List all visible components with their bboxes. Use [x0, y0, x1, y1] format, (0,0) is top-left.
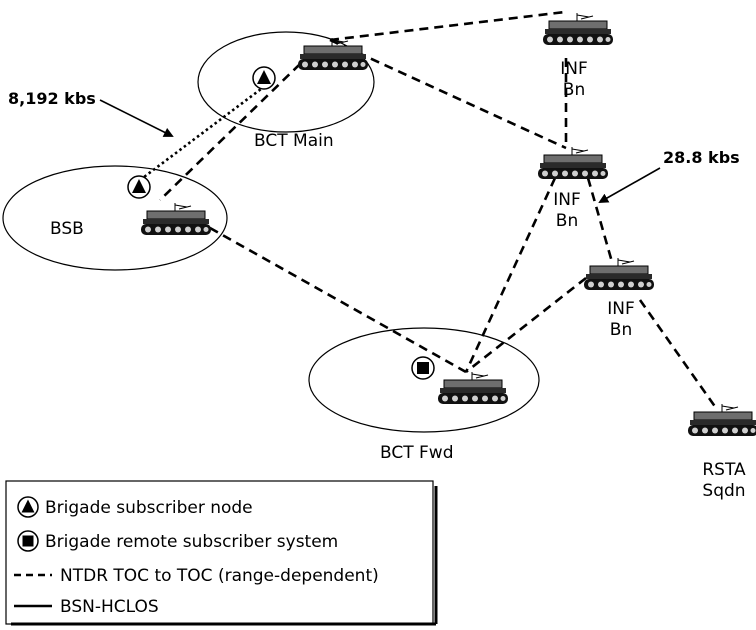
ntdr-link-inflow-fwd: [465, 276, 587, 374]
vehicle-icon: [140, 202, 212, 236]
bct-fwd-area: [308, 327, 540, 433]
inf-top-label-2: Bn: [563, 80, 585, 100]
vehicle-icon: [687, 403, 756, 437]
legend-label: Brigade remote subscriber system: [45, 532, 338, 552]
triangle-node-icon: [127, 175, 151, 199]
ntdr-link-main-inf-mid: [329, 38, 567, 150]
bct-fwd-label: BCT Fwd: [380, 443, 454, 463]
dotted-link-bsn: [139, 84, 266, 182]
rate-label-right: 28.8 kbs: [663, 148, 740, 167]
inf-mid-label-1: INF: [553, 190, 581, 210]
legend-label: NTDR TOC to TOC (range-dependent): [60, 566, 379, 586]
square-node-icon: [411, 356, 435, 380]
rate-label-left: 8,192 kbs: [8, 89, 96, 108]
inf-low-label-1: INF: [607, 299, 635, 319]
vehicle-icon: [542, 12, 614, 46]
vehicle-icon: [437, 371, 509, 405]
vehicle-icon: [583, 257, 655, 291]
legend: Brigade subscriber node Brigade remote s…: [5, 480, 438, 626]
ntdr-link-infmid-inflow: [586, 177, 614, 263]
inf-low-label-2: Bn: [610, 320, 632, 340]
ntdr-link-bsb-fwd: [209, 226, 467, 374]
bct-main-label: BCT Main: [254, 131, 334, 151]
bsb-area: [2, 165, 228, 271]
bsb-label: BSB: [50, 219, 84, 239]
inf-mid-label-2: Bn: [556, 211, 578, 231]
bct-main-area: [197, 31, 375, 133]
triangle-node-icon: [17, 496, 39, 518]
rate-arrow-left: [99, 99, 174, 137]
ntdr-link-main-inf-top: [329, 10, 566, 42]
rate-arrow-right: [598, 167, 661, 203]
triangle-node-icon: [252, 66, 276, 90]
square-node-icon: [17, 530, 39, 552]
rsta-label-2: Sqdn: [702, 481, 745, 501]
vehicle-icon: [537, 146, 609, 180]
rsta-label-1: RSTA: [702, 460, 746, 480]
ntdr-link-main-bsb: [159, 63, 301, 201]
ntdr-link-inflow-rsta: [638, 299, 718, 409]
legend-label: Brigade subscriber node: [45, 498, 253, 518]
inf-top-label-1: INF: [560, 59, 588, 79]
ntdr-link-infmid-fwd: [464, 177, 557, 373]
legend-label: BSN-HCLOS: [60, 597, 159, 617]
